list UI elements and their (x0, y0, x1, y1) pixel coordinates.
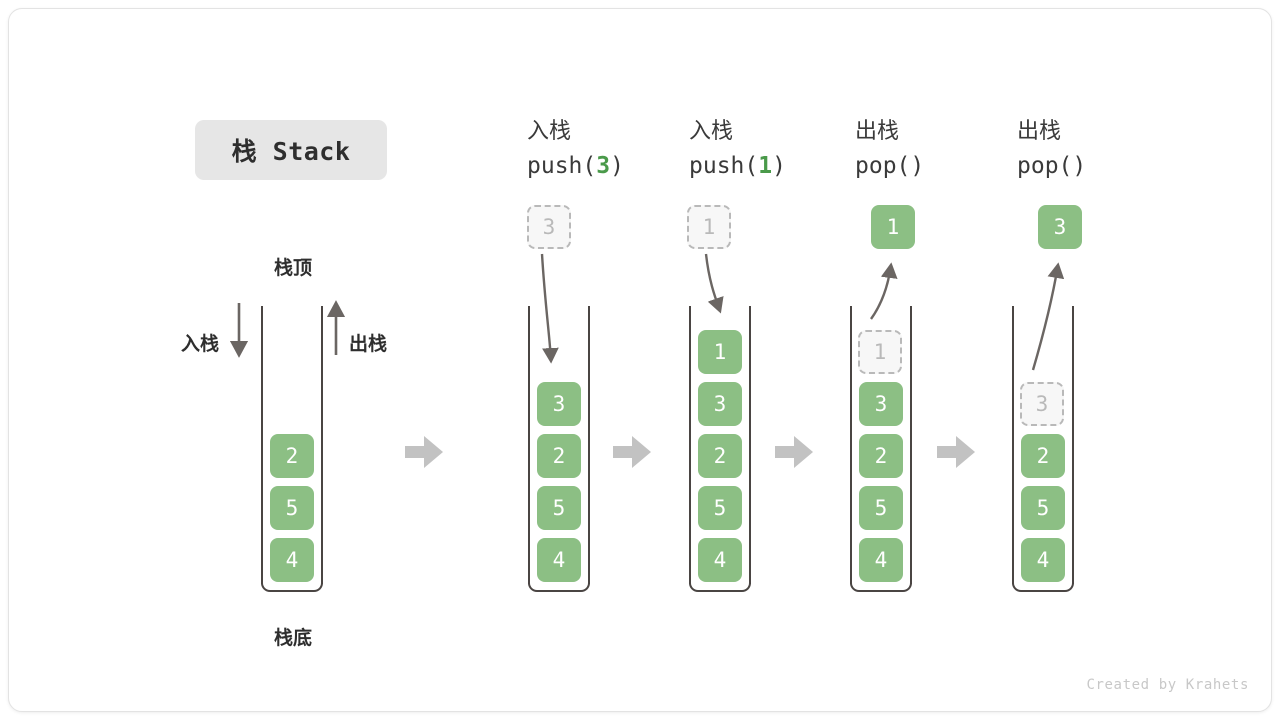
code-prefix: push( (527, 153, 597, 179)
stack-container-pop-3 (1012, 306, 1074, 592)
stack-floor (1012, 570, 1074, 592)
stack-floor (528, 570, 590, 592)
stack-cell: 4 (537, 538, 581, 582)
stack-cell: 4 (1021, 538, 1065, 582)
diagram-card: 栈 Stack 栈顶 入栈 出栈 2 5 4 栈底 入栈 push(3) 3 3… (8, 8, 1272, 712)
code-suffix: ) (610, 153, 624, 179)
stack-cell: 2 (270, 434, 314, 478)
code-suffix: ) (772, 153, 786, 179)
stack-cell: 1 (698, 330, 742, 374)
floating-cell-popped: 1 (871, 205, 915, 249)
column-header-code: pop() (855, 149, 1005, 183)
column-header-code: push(1) (689, 149, 839, 183)
stack-cell-ghost: 3 (1020, 382, 1064, 426)
stack-container-push-3 (528, 306, 590, 592)
label-pop-side: 出栈 (349, 333, 388, 355)
footer-credit: Created by Krahets (1086, 677, 1249, 693)
code-suffix: ) (910, 153, 925, 179)
stack-cell: 2 (698, 434, 742, 478)
stack-floor (689, 570, 751, 592)
column-header-cn: 入栈 (689, 119, 734, 144)
separator-arrow (937, 436, 975, 468)
stack-container-push-1 (689, 306, 751, 592)
stack-wall-right (321, 306, 323, 584)
stack-wall-left (689, 306, 691, 584)
floating-cell-ghost: 3 (527, 205, 571, 249)
stack-cell: 4 (859, 538, 903, 582)
column-header-pop-1: 出栈 pop() (855, 115, 1005, 183)
column-header-push-3: 入栈 push(3) (527, 115, 677, 183)
stack-floor (261, 570, 323, 592)
code-prefix: pop( (855, 153, 911, 179)
floating-cell-popped: 3 (1038, 205, 1082, 249)
code-argument: 1 (758, 153, 773, 179)
stack-wall-right (749, 306, 751, 584)
push-1-flow-arrow (704, 253, 724, 314)
stack-cell: 3 (859, 382, 903, 426)
stack-container-pop-1 (850, 306, 912, 592)
stack-cell: 3 (537, 382, 581, 426)
stack-cell: 2 (537, 434, 581, 478)
stack-wall-right (588, 306, 590, 584)
stack-cell: 5 (698, 486, 742, 530)
stack-cell: 5 (270, 486, 314, 530)
column-header-cn: 出栈 (1017, 119, 1062, 144)
label-push-side: 入栈 (181, 333, 220, 355)
stack-wall-left (850, 306, 852, 584)
stack-cell: 2 (859, 434, 903, 478)
column-header-cn: 入栈 (527, 119, 572, 144)
code-suffix: ) (1072, 153, 1087, 179)
separator-arrow (405, 436, 443, 468)
stack-wall-left (261, 306, 263, 584)
code-prefix: pop( (1017, 153, 1073, 179)
stack-wall-right (910, 306, 912, 584)
floating-cell-ghost: 1 (687, 205, 731, 249)
stack-cell: 5 (1021, 486, 1065, 530)
stack-wall-right (1072, 306, 1074, 584)
separator-arrow (775, 436, 813, 468)
stack-cell-ghost: 1 (858, 330, 902, 374)
diagram-title-text: 栈 Stack (231, 137, 351, 166)
separator-arrow (613, 436, 651, 468)
stack-container-initial (261, 306, 323, 592)
column-header-code: pop() (1017, 149, 1167, 183)
label-stack-bottom: 栈底 (273, 627, 312, 649)
stack-cell: 2 (1021, 434, 1065, 478)
code-argument: 3 (596, 153, 611, 179)
stack-wall-left (528, 306, 530, 584)
diagram-title-badge: 栈 Stack (195, 120, 387, 180)
stack-floor (850, 570, 912, 592)
stack-cell: 3 (698, 382, 742, 426)
column-header-push-1: 入栈 push(1) (689, 115, 839, 183)
stack-cell: 4 (270, 538, 314, 582)
stack-cell: 4 (698, 538, 742, 582)
code-prefix: push( (689, 153, 759, 179)
stack-cell: 5 (537, 486, 581, 530)
column-header-cn: 出栈 (855, 119, 900, 144)
column-header-code: push(3) (527, 149, 677, 183)
stack-wall-left (1012, 306, 1014, 584)
column-header-pop-3: 出栈 pop() (1017, 115, 1167, 183)
label-stack-top: 栈顶 (273, 257, 312, 279)
stack-cell: 5 (859, 486, 903, 530)
